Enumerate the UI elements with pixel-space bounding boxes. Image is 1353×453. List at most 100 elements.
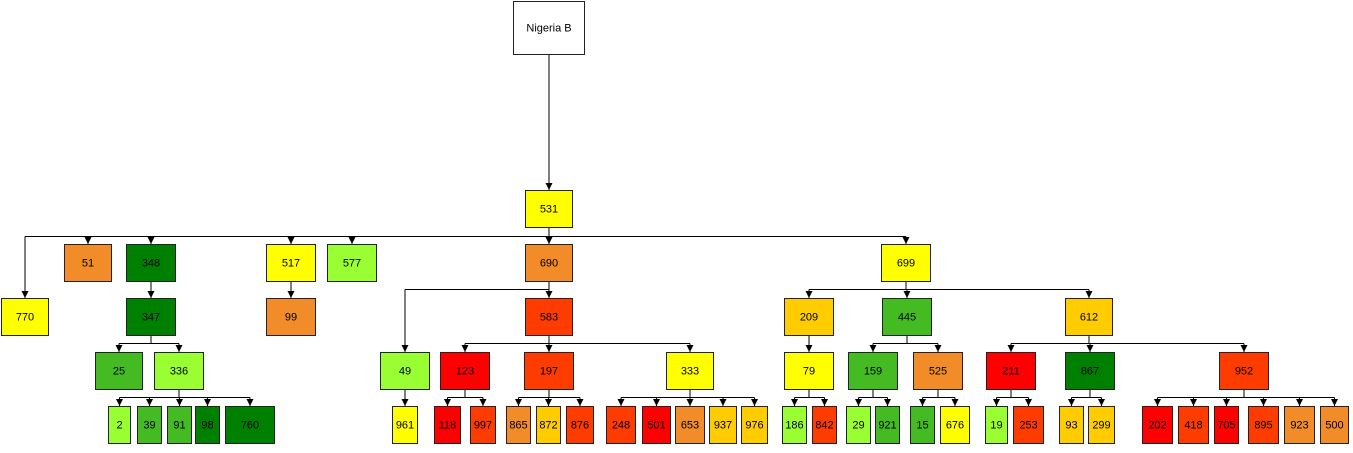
tree-node-n445: 445 — [882, 298, 932, 336]
tree-node-n25: 25 — [95, 352, 143, 390]
node-label: 209 — [800, 312, 818, 324]
node-box — [675, 406, 705, 444]
node-label: 577 — [343, 258, 361, 270]
tree-node-n760: 760 — [225, 406, 275, 444]
node-label: 976 — [745, 420, 763, 432]
tree-node-n517: 517 — [266, 244, 316, 282]
node-label: 91 — [173, 420, 185, 432]
tree-node-n501: 501 — [642, 406, 671, 444]
node-label: 612 — [1080, 312, 1098, 324]
tree-node-n15: 15 — [910, 406, 935, 444]
node-label: 842 — [815, 420, 833, 432]
node-box — [848, 352, 898, 390]
node-box — [506, 406, 531, 444]
node-box — [470, 406, 496, 444]
node-box — [95, 352, 143, 390]
node-label: 118 — [439, 420, 457, 432]
tree-node-n699: 699 — [881, 244, 931, 282]
node-box — [986, 352, 1036, 390]
node-box — [154, 352, 204, 390]
node-box — [525, 298, 573, 336]
node-label: 253 — [1019, 420, 1037, 432]
node-label: 248 — [612, 420, 630, 432]
node-label: 501 — [647, 420, 665, 432]
node-label: 770 — [16, 312, 34, 324]
node-label: 867 — [1081, 366, 1099, 378]
node-label: 865 — [509, 420, 527, 432]
node-label: 2 — [116, 420, 122, 432]
node-box — [64, 244, 112, 282]
node-box — [846, 406, 871, 444]
tree-node-n98: 98 — [195, 406, 220, 444]
node-box — [1013, 406, 1044, 444]
node-box — [709, 406, 737, 444]
node-label: 99 — [285, 312, 297, 324]
node-label: 921 — [878, 420, 896, 432]
node-label: 690 — [540, 258, 558, 270]
node-label: 760 — [241, 420, 259, 432]
node-box — [1065, 298, 1113, 336]
node-label: 159 — [864, 366, 882, 378]
node-box — [266, 298, 316, 336]
node-box — [525, 190, 573, 228]
node-label: 93 — [1065, 420, 1077, 432]
node-label: 79 — [803, 366, 815, 378]
tree-node-n952: 952 — [1219, 352, 1269, 390]
node-label: 348 — [142, 258, 160, 270]
node-label: 583 — [540, 312, 558, 324]
node-label: 202 — [1148, 420, 1166, 432]
node-box — [985, 406, 1008, 444]
node-box — [784, 352, 834, 390]
node-box — [195, 406, 220, 444]
tree-node-n976: 976 — [741, 406, 768, 444]
tree-node-n159: 159 — [848, 352, 898, 390]
node-box — [913, 352, 963, 390]
node-box — [940, 406, 970, 444]
tree-node-n612: 612 — [1065, 298, 1113, 336]
tree-node-n29: 29 — [846, 406, 871, 444]
node-box — [1059, 406, 1084, 444]
node-label: 699 — [897, 258, 915, 270]
node-box — [881, 244, 931, 282]
tree-node-n997: 997 — [470, 406, 496, 444]
node-label: 347 — [142, 312, 160, 324]
node-box — [1214, 406, 1239, 444]
tree-node-n79: 79 — [784, 352, 834, 390]
node-label: 25 — [113, 366, 125, 378]
node-label: 123 — [456, 366, 474, 378]
node-box — [812, 406, 837, 444]
node-box — [1219, 352, 1269, 390]
tree-node-n39: 39 — [137, 406, 162, 444]
node-box — [440, 352, 490, 390]
node-label: 676 — [946, 420, 964, 432]
node-label: 961 — [396, 420, 414, 432]
tree-node-n51: 51 — [64, 244, 112, 282]
node-box — [126, 244, 176, 282]
node-label: Nigeria B — [526, 23, 571, 35]
tree-node-n202: 202 — [1142, 406, 1173, 444]
node-label: 197 — [540, 366, 558, 378]
node-box — [524, 352, 574, 390]
tree-node-n123: 123 — [440, 352, 490, 390]
tree-node-n99: 99 — [266, 298, 316, 336]
tree-node-n770: 770 — [1, 298, 49, 336]
node-box — [1142, 406, 1173, 444]
tree-node-n19: 19 — [985, 406, 1008, 444]
tree-node-n186: 186 — [782, 406, 807, 444]
node-label: 445 — [898, 312, 916, 324]
node-label: 872 — [539, 420, 557, 432]
tree-node-root: Nigeria B — [513, 1, 585, 55]
node-label: 500 — [1325, 420, 1343, 432]
node-label: 923 — [1290, 420, 1308, 432]
node-label: 997 — [474, 420, 492, 432]
tree-node-n299: 299 — [1088, 406, 1115, 444]
node-label: 186 — [785, 420, 803, 432]
node-label: 952 — [1235, 366, 1253, 378]
node-box — [137, 406, 162, 444]
tree-node-n577: 577 — [327, 244, 377, 282]
tree-node-n336: 336 — [154, 352, 204, 390]
node-label: 525 — [929, 366, 947, 378]
node-box — [513, 1, 585, 55]
node-box — [1284, 406, 1315, 444]
